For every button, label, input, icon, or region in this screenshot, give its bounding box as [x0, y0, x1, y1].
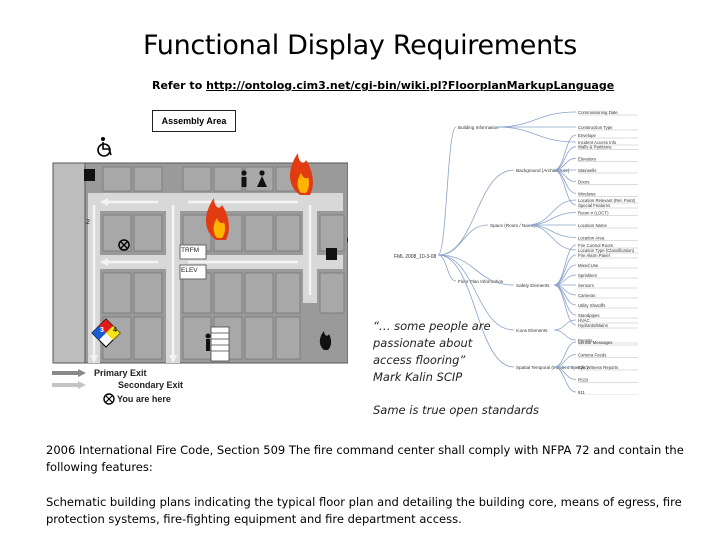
mindmap-leaf: Fire Control Room	[578, 243, 614, 248]
hazard-number: 4	[113, 327, 117, 334]
mindmap-leaf: Location Name	[578, 223, 608, 228]
mindmap-branch: Floor Plan Information	[458, 279, 504, 284]
reference-line: Refer to http://ontolog.cim3.net/cgi-bin…	[152, 79, 614, 92]
refer-label: Refer to	[152, 79, 207, 92]
mindmap-branch: Safety Elements	[516, 283, 550, 288]
fire-code-paragraph: 2006 International Fire Code, Section 50…	[46, 443, 684, 474]
hazard-number: 3	[100, 327, 104, 334]
mindmap-diagram: FML 2008_10-3-08 Building Information Comm…	[380, 105, 670, 395]
mindmap-leaf: Construction Type	[578, 125, 613, 130]
mindmap-leaf: Stairwells	[578, 168, 596, 173]
mindmap-leaf: Elevators	[578, 156, 596, 161]
fire-icon	[206, 198, 229, 240]
room-label-trfm: TRFM	[181, 247, 200, 254]
you-are-here-label: You are here	[117, 394, 171, 404]
mindmap-leaf: Room # (LOCT)	[578, 211, 609, 216]
mindmap-leaf: Fire Alarm Panel	[578, 253, 610, 258]
primary-exit-label: Primary Exit	[94, 368, 147, 378]
slide-title: Functional Display Requirements	[143, 30, 577, 61]
mindmap-leaf: Sprinklers	[578, 273, 597, 278]
mindmap-leaf: 911	[578, 390, 585, 395]
mindmap-branch: Icons Elements	[516, 328, 548, 333]
quote-line: “… some people are	[373, 319, 491, 333]
mindmap-leaf: RSSI	[578, 378, 588, 383]
fire-extinguisher-icon	[319, 331, 332, 350]
mindmap-leaf: Walls & Partitions	[578, 145, 612, 150]
reference-link[interactable]: http://ontolog.cim3.net/cgi-bin/wiki.pl?…	[206, 79, 615, 92]
mindmap-leaf: Doors	[578, 180, 589, 185]
mindmap-leaf: Eye Witness Reports	[578, 365, 618, 370]
secondary-exit-label: Secondary Exit	[118, 380, 184, 390]
quote-line: passionate about	[373, 336, 473, 350]
mindmap-leaf: HVAC	[578, 318, 590, 323]
assembly-area-label: Assembly Area	[152, 110, 236, 132]
mindmap-leaf: Sensor Messages	[578, 340, 612, 345]
hazard-number: 2	[86, 219, 90, 226]
quote-block: “… some people are passionate about acce…	[373, 318, 491, 386]
mindmap-leaf: Sensors	[578, 283, 594, 288]
standards-note: Same is true open standards	[373, 403, 539, 417]
fire-icon	[290, 153, 313, 195]
requirements-paragraph: Schematic building plans indicating the …	[46, 495, 682, 526]
mindmap-leaf: Utility Shutoffs	[578, 303, 605, 308]
mindmap-leaf: Envelope	[578, 133, 597, 138]
quote-line: access flooring”	[373, 353, 466, 367]
mindmap-branch: Background (Architecture)	[516, 168, 570, 173]
mindmap-branch: Building Information	[458, 125, 499, 130]
mindmap-branch: Spatial Temporal (Incident Specific)	[516, 365, 588, 370]
wheelchair-icon	[97, 137, 112, 157]
mindmap-leaf: Hydrants/Mains	[578, 323, 608, 328]
mindmap-leaf: Special Features	[578, 203, 610, 208]
mindmap-branch: Space (Room / Name)	[490, 223, 536, 228]
mindmap-leaf: Location Relevant (Rel. Point)	[578, 198, 636, 203]
room-label-elev: ELEV	[181, 267, 198, 274]
restroom-icon	[241, 170, 267, 187]
mindmap-leaf: Commissioning Date	[578, 110, 618, 115]
mindmap-leaf: Permits	[578, 338, 593, 343]
mindmap-leaf: Windows	[578, 191, 595, 196]
quote-author: Mark Kalin SCIP	[373, 370, 463, 384]
mindmap-leaf: Standpipes	[578, 313, 600, 318]
floorplan-diagram: Assembly Area	[48, 105, 348, 410]
mindmap-leaf: Incident Access Info	[578, 140, 617, 145]
mindmap-leaf: Cameras	[578, 293, 595, 298]
mindmap-leaf: Location Area	[578, 236, 605, 241]
mindmap-leaf: Mixed Use	[578, 263, 599, 268]
mindmap-root: FML 2008_10-3-08	[394, 254, 437, 260]
mindmap-leaf: Location Type (Classification)	[578, 248, 635, 253]
mindmap-leaf: Camera Feeds	[578, 353, 606, 358]
